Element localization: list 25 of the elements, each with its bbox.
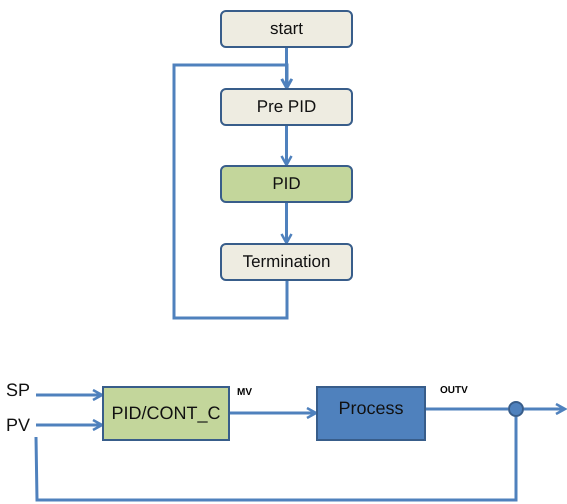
- node-text: SP: [6, 380, 30, 400]
- process-box: [316, 386, 426, 441]
- process-box: [220, 10, 353, 48]
- connector-arrow: [172, 64, 294, 320]
- node-text: Termination: [242, 252, 330, 272]
- connector-arrow: [280, 48, 293, 90]
- node-text: PV: [6, 414, 30, 436]
- connector-arrow: [230, 406, 318, 420]
- process-box: [220, 243, 353, 281]
- node-text: Pre PID: [256, 97, 316, 117]
- node-text: start: [270, 19, 304, 39]
- connector-arrow: [280, 126, 293, 166]
- process-box: [220, 88, 353, 126]
- connector-arrow: [36, 418, 104, 432]
- connector-arrow: [524, 402, 566, 416]
- edge-label: OUTV: [439, 385, 469, 396]
- controller-box: [102, 386, 230, 441]
- connector-arrow: [280, 203, 293, 244]
- node-text: PID/CONT_C: [111, 403, 220, 424]
- node-text: PID: [272, 174, 301, 194]
- process-box: [220, 165, 353, 203]
- junction-dot: [508, 401, 524, 417]
- edge-label: MV: [236, 387, 253, 398]
- connector-arrow: [36, 388, 104, 402]
- node-text: Process: [338, 398, 404, 419]
